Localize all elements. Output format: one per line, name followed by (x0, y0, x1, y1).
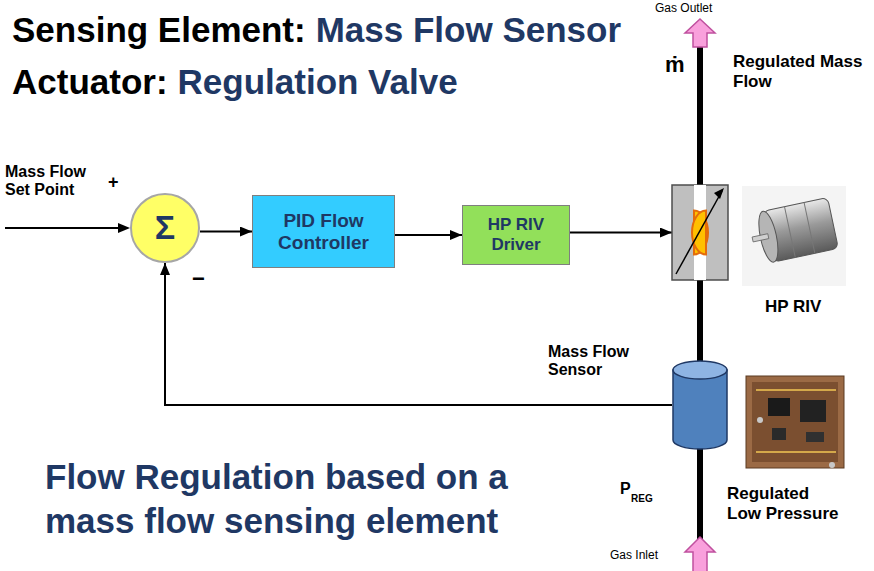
title-value: Regulation Valve (178, 62, 458, 101)
pressure-subscript: REG (631, 493, 653, 505)
summing-junction: Σ (130, 193, 200, 263)
regulation-valve: HP RIV (672, 185, 728, 280)
port-label: Gas Inlet (610, 549, 658, 563)
valve-body (672, 185, 728, 280)
caption-text: Flow Regulation based on a mass flow sen… (45, 455, 565, 543)
signal-wire (200, 231, 252, 233)
flow-label: Regulated Mass Flow (733, 52, 867, 91)
pressure-label: Regulated Low Pressure (727, 484, 845, 523)
pressure-symbol: P (620, 480, 631, 498)
cyl-outline (672, 360, 728, 450)
mass-flow-sensor: Mass Flow Sensor (672, 360, 728, 450)
sensor-photo (746, 376, 844, 468)
title-line: Sensing Element: Mass Flow Sensor (12, 10, 621, 50)
setpoint-wire (5, 227, 120, 229)
signal-wire (570, 232, 672, 234)
node-heading: Mass Flow Sensor (548, 343, 648, 380)
node-text: HP RIV Driver (469, 215, 563, 254)
junction-circle (131, 194, 199, 262)
sign-label: − (192, 266, 205, 291)
signal-symbol: ṁ (665, 52, 685, 77)
adjust-arrow (676, 191, 722, 274)
port-label: Gas Outlet (655, 2, 712, 16)
driver-box: HP RIV Driver (462, 205, 570, 265)
node-text: Σ (155, 208, 175, 247)
gas-pipe (697, 280, 703, 370)
node-text: PID Flow Controller (259, 210, 388, 254)
title-term: Actuator: (12, 62, 168, 101)
signal-wire (395, 234, 462, 236)
valve-photo (742, 186, 846, 286)
signal-wire (165, 263, 672, 405)
title-line: Actuator: Regulation Valve (12, 62, 458, 102)
setpoint-arrowhead (118, 223, 130, 233)
sensor-body (673, 370, 727, 449)
sensor-top (673, 361, 727, 379)
node-heading: HP RIV (765, 297, 860, 317)
title-value: Mass Flow Sensor (316, 10, 621, 49)
title-term: Sensing Element: (12, 10, 306, 49)
gas-pipe (697, 44, 703, 190)
outlet-arrow (685, 19, 715, 47)
inlet-arrow (685, 537, 715, 571)
adjust-arrowhead (714, 188, 724, 199)
sign-label: + (108, 172, 119, 193)
gas-pipe (697, 445, 703, 541)
input-label: Mass Flow Set Point (5, 163, 105, 200)
valve-outline (672, 185, 728, 280)
controller-box: PID Flow Controller (252, 195, 395, 268)
